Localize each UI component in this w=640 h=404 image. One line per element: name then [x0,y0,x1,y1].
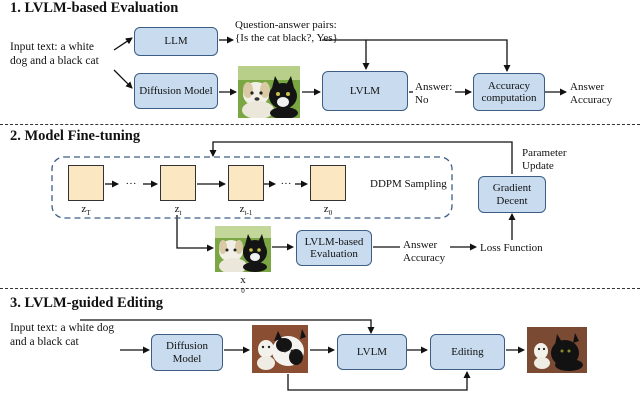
ddpm-sampling-label: DDPM Sampling [370,178,447,190]
input-text-3: Input text: a white dog and a black cat [10,322,115,348]
arrow-input3-to-lvlm [80,319,375,334]
label-zT: zT [81,203,91,218]
latent-zt [160,165,196,201]
generated-image-x0 [215,226,271,272]
generated-image-1 [238,66,300,118]
answer-text-1: Answer: No [415,81,453,106]
section-divider-2 [0,288,640,289]
label-ztm1: zt-1 [239,203,253,218]
arrow-image3-to-editing [287,371,471,391]
section-divider-1 [0,124,640,125]
editing-box: Editing [430,334,505,370]
label-zt: zt [174,203,182,218]
lvlm-box-1: LVLM [322,71,408,111]
dots-2: ··· [280,178,292,190]
accuracy-computation-box: Accuracy computation [473,73,545,111]
arrow-input-to-llm [113,37,133,51]
gradient-decent-box: Gradient Decent [478,176,546,213]
lvlm-based-evaluation-box: LVLM-based Evaluation [296,230,372,266]
loss-function-text: Loss Function [480,242,543,254]
qa-pairs-text: Question-answer pairs: {Is the cat black… [235,19,338,44]
latent-ztm1 [228,165,264,201]
llm-box: LLM [134,27,218,56]
answer-accuracy-output-1: Answer Accuracy [570,81,613,106]
arrow-input-to-diffusion [113,69,133,89]
diffusion-model-box-1: Diffusion Model [134,73,218,109]
arrow-zt-to-x0 [176,215,214,252]
diffusion-model-box-3: Diffusion Model [151,334,223,371]
x-label: x [240,274,246,286]
latent-z0 [310,165,346,201]
latent-zT [68,165,104,201]
lvlm-box-3: LVLM [337,334,407,370]
section1-title: 1. LVLM-based Evaluation [10,0,179,16]
edited-image [527,327,587,373]
section2-title: 2. Model Fine-tuning [10,128,141,144]
section3-title: 3. LVLM-guided Editing [10,295,163,311]
input-text-1: Input text: a white dog and a black cat [10,41,99,67]
arrow-qa-to-accuracy [366,39,511,72]
ddpm-sampling-container [51,156,453,219]
answer-accuracy-text-2: Answer Accuracy [403,239,446,264]
label-z0: z0 [323,203,333,218]
arrow-update-to-sampling [209,141,513,174]
parameter-update-text: Parameter Update [522,147,567,172]
dots-1: ··· [125,178,137,190]
x-sub-label: 0 [241,287,245,295]
generated-image-3 [252,325,308,373]
